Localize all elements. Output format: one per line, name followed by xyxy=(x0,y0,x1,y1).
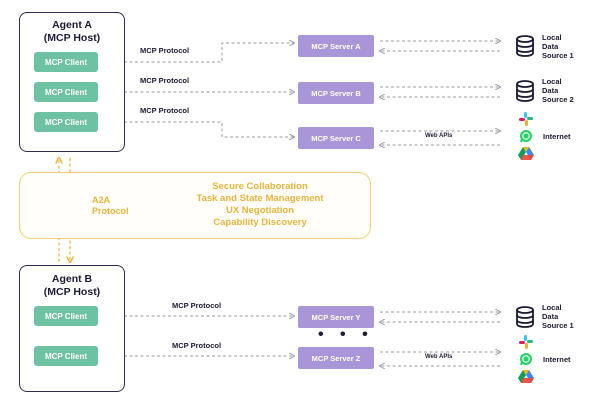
mcp-server-z: MCP Server Z xyxy=(298,347,374,369)
a2a-feature-secure-collaboration: Secure Collaboration xyxy=(212,181,308,192)
whatsapp-icon xyxy=(520,353,532,366)
mcp-server-c: MCP Server C xyxy=(298,127,374,149)
a2a-feature-task-state-management: Task and State Management xyxy=(196,193,324,204)
agent-b-client-2: MCP Client xyxy=(34,346,98,366)
agent-b-title: Agent B xyxy=(51,273,93,285)
a2a-feature-capability-discovery: Capability Discovery xyxy=(213,217,307,228)
slack-icon xyxy=(519,112,533,126)
a2a-feature-ux-negotiation: UX Negotiation xyxy=(225,205,295,216)
mcp-server-a: MCP Server A xyxy=(298,35,374,57)
protocol-label-b2: MCP Protocol xyxy=(172,341,222,350)
agent-b-client-1: MCP Client xyxy=(34,306,98,326)
slack-icon xyxy=(519,335,533,349)
agent-a-client-2: MCP Client xyxy=(34,82,98,102)
agent-b-box: Agent B (MCP Host) xyxy=(19,265,125,392)
more-servers-ellipsis: • • • xyxy=(318,326,374,343)
protocol-label-a2: MCP Protocol xyxy=(140,76,190,85)
web-apis-label-c: Web APIs xyxy=(425,133,453,139)
agent-a-client-1: MCP Client xyxy=(34,52,98,72)
mcp-server-y: MCP Server Y xyxy=(298,306,374,328)
database-icon xyxy=(516,80,534,102)
agent-a-client-3: MCP Client xyxy=(34,112,98,132)
connector-client3-server-c xyxy=(124,121,294,137)
web-apis-label-z: Web APIs xyxy=(425,354,453,360)
database-icon xyxy=(516,306,534,328)
agent-a-title: Agent A xyxy=(52,19,92,31)
internet-label-z: Internet xyxy=(543,355,571,364)
local-data-source-1b-label: Local Data Source 1 xyxy=(542,303,574,330)
mcp-server-b: MCP Server B xyxy=(298,82,374,104)
protocol-label-a3: MCP Protocol xyxy=(140,106,190,115)
protocol-label-b1: MCP Protocol xyxy=(172,301,222,310)
agent-a-subtitle: (MCP Host) xyxy=(43,32,101,44)
database-icon xyxy=(516,35,534,57)
a2a-protocol-label: A2A Protocol xyxy=(92,195,129,216)
whatsapp-icon xyxy=(520,130,532,143)
protocol-label-a1: MCP Protocol xyxy=(140,46,190,55)
google-drive-icon xyxy=(518,370,534,383)
internet-label-c: Internet xyxy=(543,132,571,141)
local-data-source-1-label: Local Data Source 1 xyxy=(542,33,574,60)
connector-client1-server-a xyxy=(124,43,294,63)
local-data-source-2-label: Local Data Source 2 xyxy=(542,77,574,104)
agent-b-subtitle: (MCP Host) xyxy=(43,286,101,298)
a2a-protocol-box xyxy=(19,172,371,239)
google-drive-icon xyxy=(518,147,534,160)
